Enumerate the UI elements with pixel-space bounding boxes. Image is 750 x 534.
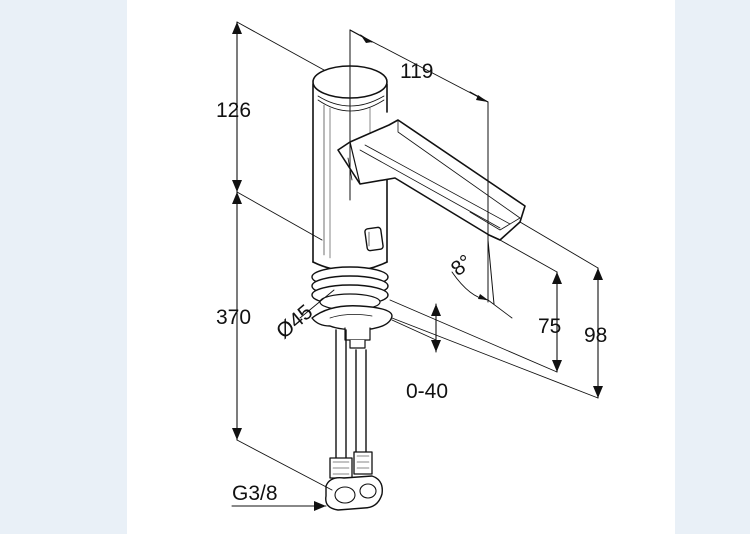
drawing-canvas: [127, 0, 675, 534]
spout: [337, 119, 526, 241]
dimension-119: [349, 29, 489, 303]
label-counter-range: 0-40: [406, 380, 448, 403]
thread-leader: [231, 501, 327, 511]
label-angle: 8°: [447, 250, 477, 280]
right-margin-panel: [675, 0, 750, 534]
left-margin-panel: [0, 0, 127, 534]
label-diameter: Ø45: [272, 300, 317, 343]
dimension-right: [389, 221, 603, 399]
label-height-lower: 370: [216, 306, 251, 329]
dimension-angle: [451, 239, 513, 319]
supply-hoses: [325, 329, 383, 511]
diameter-leader: [299, 289, 335, 319]
label-total-projection: 98: [584, 324, 607, 347]
label-spout-width: 119: [400, 60, 433, 83]
dimension-counter-range: [391, 303, 441, 353]
shank-rings: [311, 266, 393, 349]
label-height-top: 126: [216, 99, 251, 122]
label-thread: G3/8: [232, 482, 278, 505]
label-spout-height: 75: [538, 315, 561, 338]
vertical-dimension-left: [232, 21, 333, 491]
